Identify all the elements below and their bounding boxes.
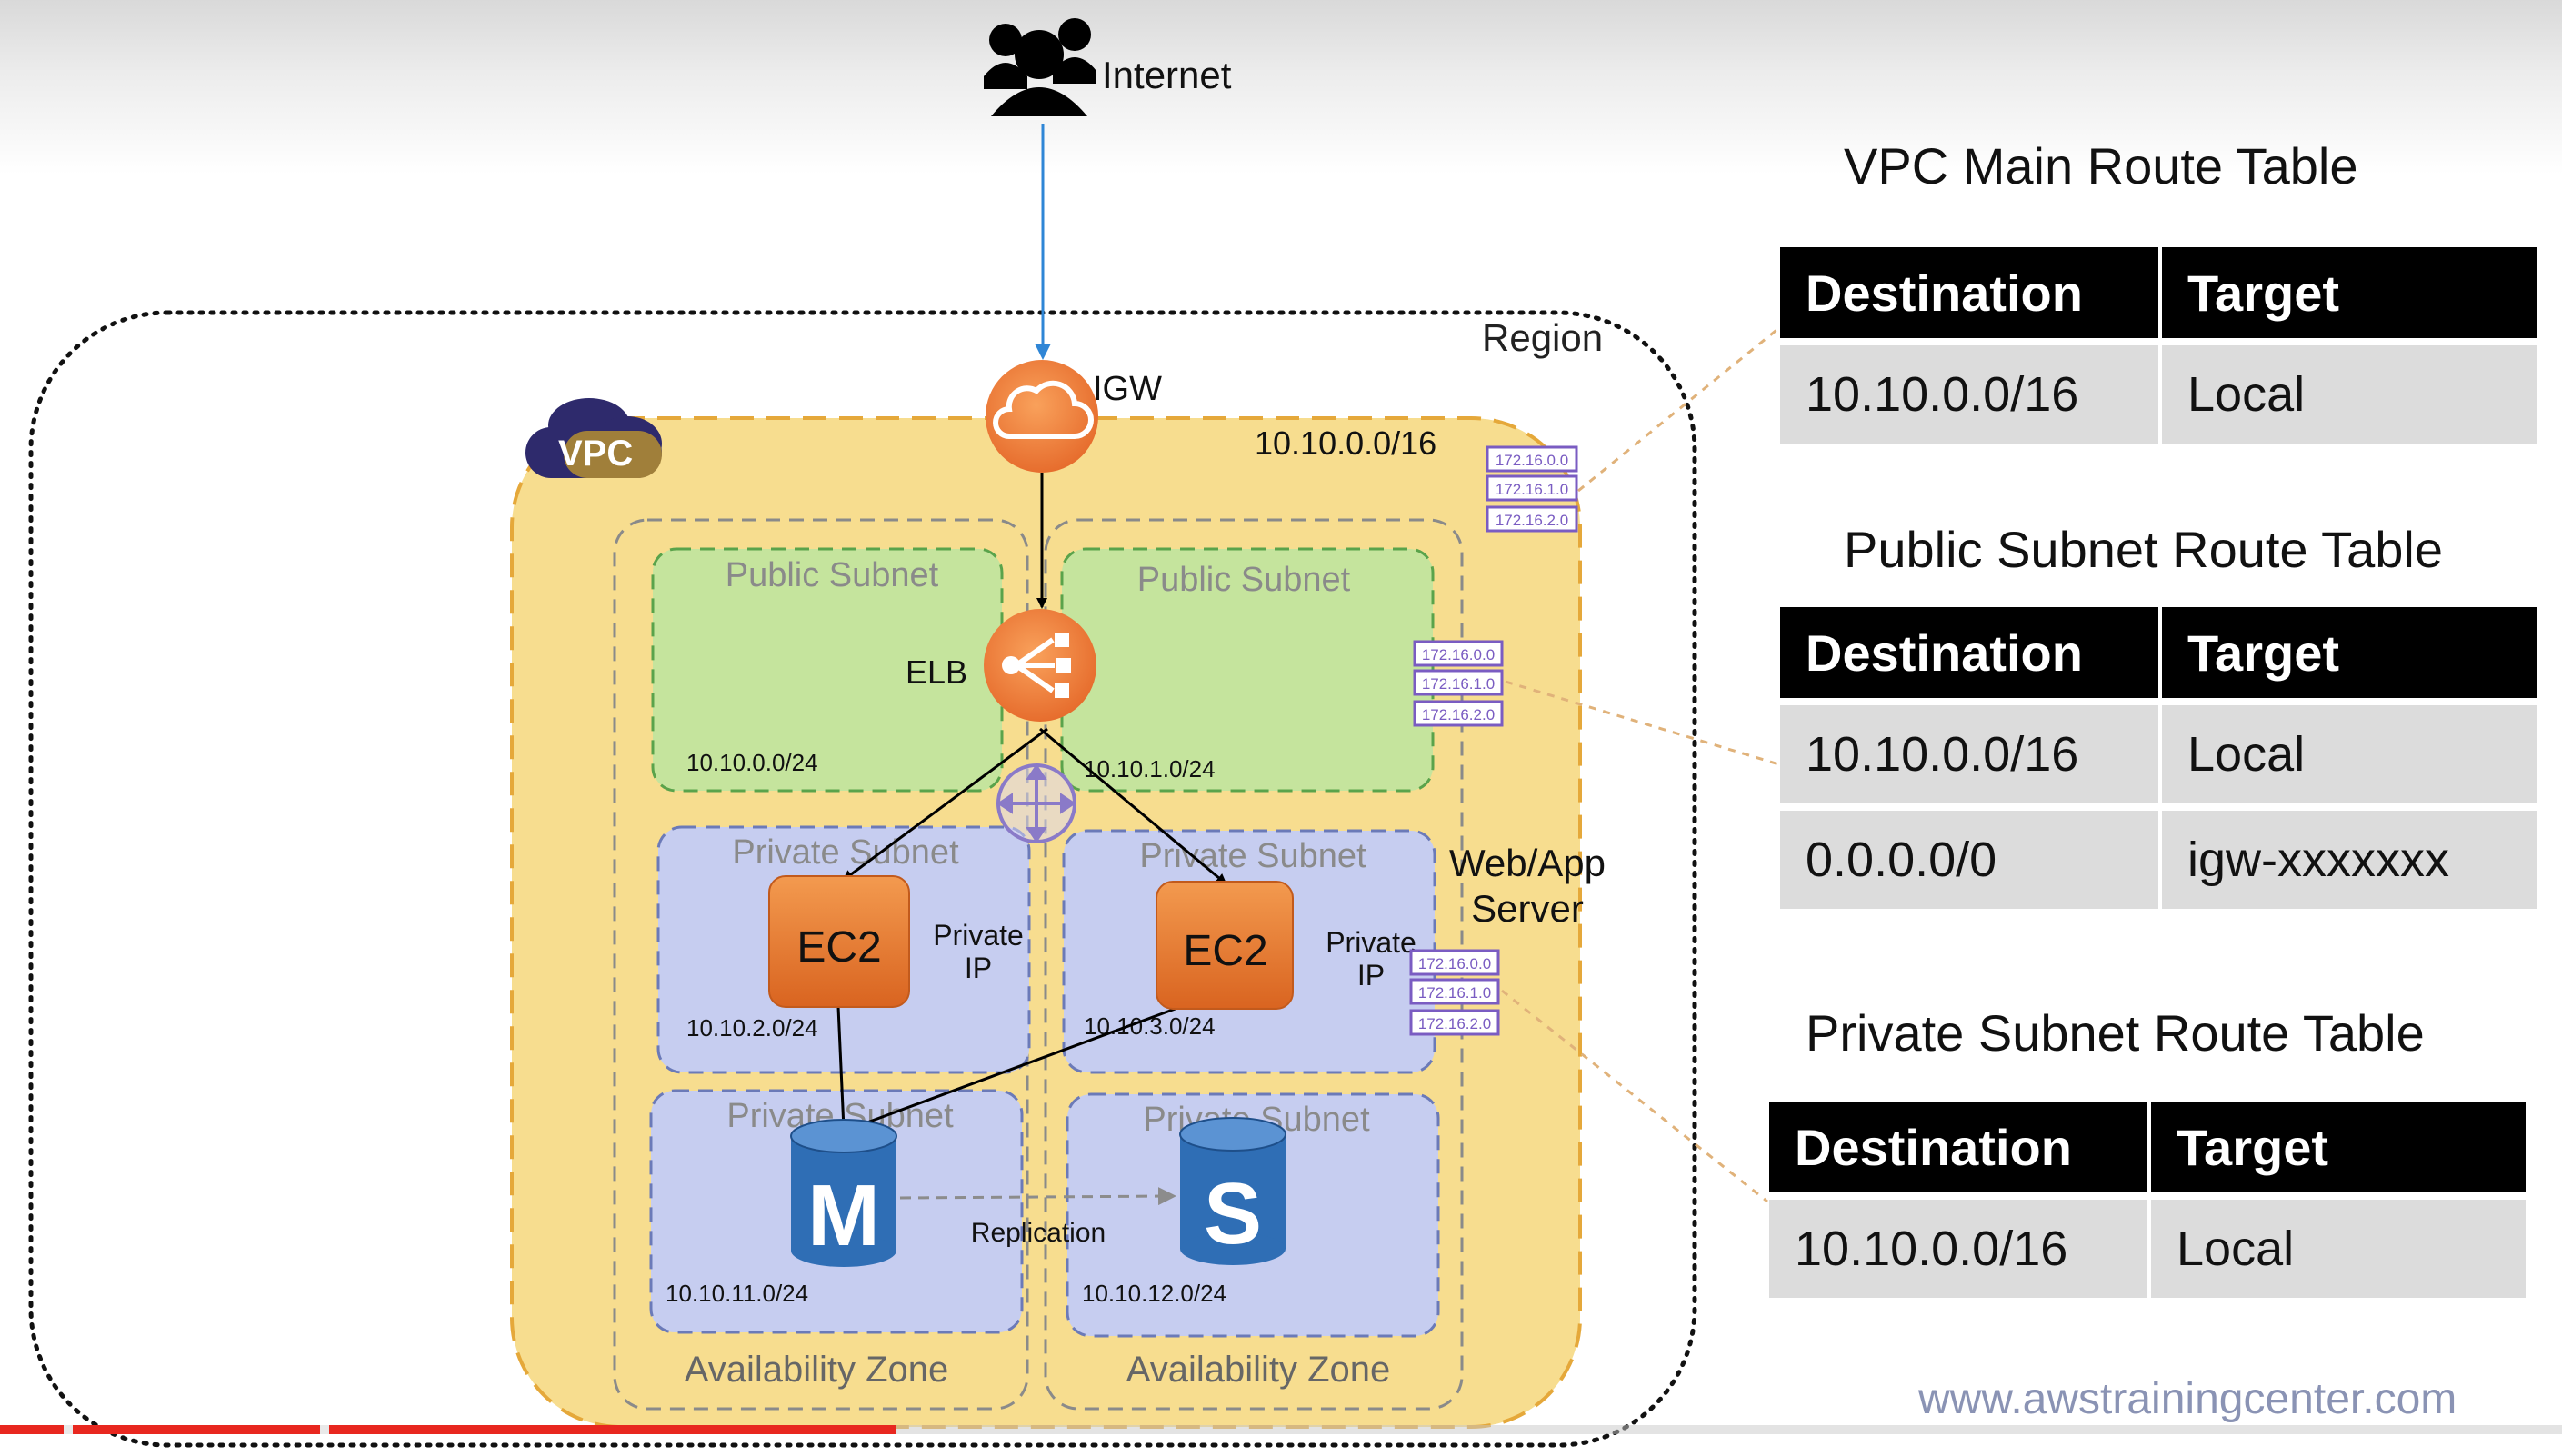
elb-label: ELB [906,653,967,691]
rt-icon-private-row-3: 172.16.2.0 [1418,1015,1491,1032]
ec2-icon-a: EC2 [768,875,910,1008]
web-app-label-line1: Web/App [1449,842,1606,884]
private-subnet-app-a-cidr: 10.10.2.0/24 [686,1014,818,1042]
ec2-icon-b: EC2 [1156,881,1294,1010]
table-row: 10.10.0.0/16 Local [1769,1200,2526,1305]
ec2-a-to-db-arrow [836,1006,849,1131]
private-ip-b-line1: Private [1326,926,1416,959]
rt-icon-private-row-1: 172.16.0.0 [1418,955,1491,972]
web-app-label-line2: Server [1471,887,1584,930]
vpc-badge: VPC [558,434,633,474]
ec2-a-label: EC2 [796,923,881,972]
rt0-header-target: Target [2162,247,2537,345]
video-progress-bar[interactable] [0,1425,2562,1434]
rt0-row1-destination: 10.10.0.0/16 [1780,345,2158,451]
rt2-header-target: Target [2151,1102,2526,1200]
ec2-b-to-db-arrow [848,1005,1181,1132]
az-label-a: Availability Zone [685,1350,949,1390]
leader-line-private [1501,989,1768,1203]
private-subnet-route-table-title: Private Subnet Route Table [1806,1004,2425,1062]
igw-label: IGW [1093,370,1162,408]
rt-icon-public-row-2: 172.16.1.0 [1422,675,1495,693]
rt-icon-public-row-1: 172.16.0.0 [1422,646,1495,663]
rt2-row1-destination: 10.10.0.0/16 [1769,1200,2147,1305]
rt-icon-vpc-row-1: 172.16.0.0 [1496,452,1568,469]
vpc-cidr: 10.10.0.0/16 [1255,424,1436,462]
igw-icon [986,360,1098,473]
public-subnet-b-label: Public Subnet [1137,561,1351,599]
public-subnet-a-cidr: 10.10.0.0/24 [686,749,818,776]
private-ip-a-line1: Private [933,919,1024,952]
vpc-cloud-icon: VPC [525,398,662,478]
watermark: www.awstrainingcenter.com [1918,1375,2457,1423]
rt1-header-destination: Destination [1780,607,2158,705]
rt-icon-private-row-2: 172.16.1.0 [1418,984,1491,1002]
az-label-b: Availability Zone [1126,1350,1391,1390]
replication-arrow [899,1187,1176,1206]
region-boundary [28,310,1697,1448]
rt0-header-destination: Destination [1780,247,2158,345]
rt1-row1-target: Local [2162,705,2537,811]
public-subnet-route-table: Destination Target 10.10.0.0/16 Local 0.… [1776,607,2540,916]
private-subnet-db-a-cidr: 10.10.11.0/24 [666,1280,808,1307]
db-master-letter: M [807,1167,880,1264]
private-subnet-app-a-label: Private Subnet [732,833,959,872]
rt2-row1-target: Local [2151,1200,2526,1305]
video-progress-fill [0,1425,897,1434]
private-subnet-db-b-cidr: 10.10.12.0/24 [1082,1280,1226,1307]
route-table-icon-public: 172.16.0.0 172.16.1.0 172.16.2.0 [1413,640,1504,727]
private-ip-b-line2: IP [1357,959,1385,992]
vpc-main-route-table-title: VPC Main Route Table [1844,137,2358,194]
route-table-icon-vpc: 172.16.0.0 172.16.1.0 172.16.2.0 [1486,445,1578,533]
leader-line-vpc [1577,302,1810,493]
elb-to-ec2-a-arrow [842,727,1048,882]
internet-label: Internet [1102,54,1232,96]
public-subnet-b-cidr: 10.10.1.0/24 [1084,755,1216,783]
ec2-b-label: EC2 [1183,927,1267,975]
chapter-gap [320,1425,329,1434]
chapter-gap [64,1425,73,1434]
private-subnet-route-table: Destination Target 10.10.0.0/16 Local [1766,1102,2529,1305]
elb-to-ec2-b-arrow [1039,727,1227,885]
rt-icon-vpc-row-3: 172.16.2.0 [1496,512,1568,529]
rt1-header-target: Target [2162,607,2537,705]
vpc-main-route-table: Destination Target 10.10.0.0/16 Local [1776,247,2540,451]
region-label: Region [1482,316,1603,359]
db-master-icon: M [790,1119,897,1267]
table-row: 10.10.0.0/16 Local [1780,345,2537,451]
db-slave-icon: S [1179,1117,1286,1265]
table-row: 0.0.0.0/0 igw-xxxxxxx [1780,811,2537,916]
rt0-row1-target: Local [2162,345,2537,451]
rt-icon-public-row-3: 172.16.2.0 [1422,706,1495,723]
private-subnet-app-b-label: Private Subnet [1139,837,1366,875]
route-table-icon-private: 172.16.0.0 172.16.1.0 172.16.2.0 [1409,949,1500,1036]
rt1-row1-destination: 10.10.0.0/16 [1780,705,2158,811]
table-row: 10.10.0.0/16 Local [1780,705,2537,811]
internet-users-icon [984,18,1096,116]
rt-icon-vpc-row-2: 172.16.1.0 [1496,481,1568,498]
router-icon [996,763,1076,843]
rt2-header-destination: Destination [1769,1102,2147,1200]
rt1-row2-destination: 0.0.0.0/0 [1780,811,2158,916]
elb-icon [984,609,1096,722]
db-slave-letter: S [1204,1165,1262,1262]
replication-label: Replication [971,1218,1106,1248]
private-ip-a-line2: IP [965,952,992,984]
leader-line-public [1505,680,1783,767]
public-subnet-a-label: Public Subnet [726,556,939,594]
public-subnet-route-table-title: Public Subnet Route Table [1844,521,2443,578]
rt1-row2-target: igw-xxxxxxx [2162,811,2537,916]
